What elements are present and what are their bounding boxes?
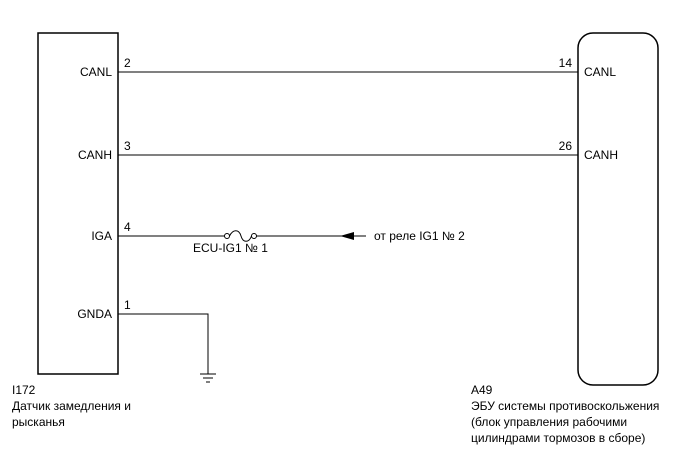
left-pin-canh-number: 3 xyxy=(124,139,131,153)
arrow-left-icon xyxy=(340,232,354,240)
right-pin-canh-number: 26 xyxy=(559,139,573,153)
left-component-name-line2: рысканья xyxy=(12,415,65,429)
right-component-code: A49 xyxy=(471,383,493,397)
right-pin-canl-number: 14 xyxy=(559,56,573,70)
left-pin-iga-label: IGA xyxy=(91,229,112,243)
left-pin-canh-label: CANH xyxy=(78,148,112,162)
gnda-wire xyxy=(118,313,209,374)
fuse-icon xyxy=(224,230,257,242)
power-source-label: от реле IG1 № 2 xyxy=(374,229,465,243)
left-pin-iga-number: 4 xyxy=(124,220,131,234)
left-pin-gnda-label: GNDA xyxy=(77,307,112,321)
left-pin-gnda-number: 1 xyxy=(124,298,131,312)
right-component-name-line3: цилиндрами тормозов в сборе) xyxy=(471,431,645,445)
fuse-label: ECU-IG1 № 1 xyxy=(193,241,268,255)
left-pin-canl-number: 2 xyxy=(124,56,131,70)
left-component-box xyxy=(37,32,119,375)
left-pin-canl-label: CANL xyxy=(80,65,112,79)
right-component-name-line1: ЭБУ системы противоскольжения xyxy=(471,399,659,413)
left-component-code: I172 xyxy=(12,383,36,397)
right-component-box xyxy=(577,32,659,386)
right-component-name-line2: (блок управления рабочими xyxy=(471,415,627,429)
right-pin-canl-label: CANL xyxy=(584,65,616,79)
left-component-name-line1: Датчик замедления и xyxy=(12,399,131,413)
ground-symbol-icon xyxy=(200,373,216,383)
right-pin-canh-label: CANH xyxy=(584,148,618,162)
